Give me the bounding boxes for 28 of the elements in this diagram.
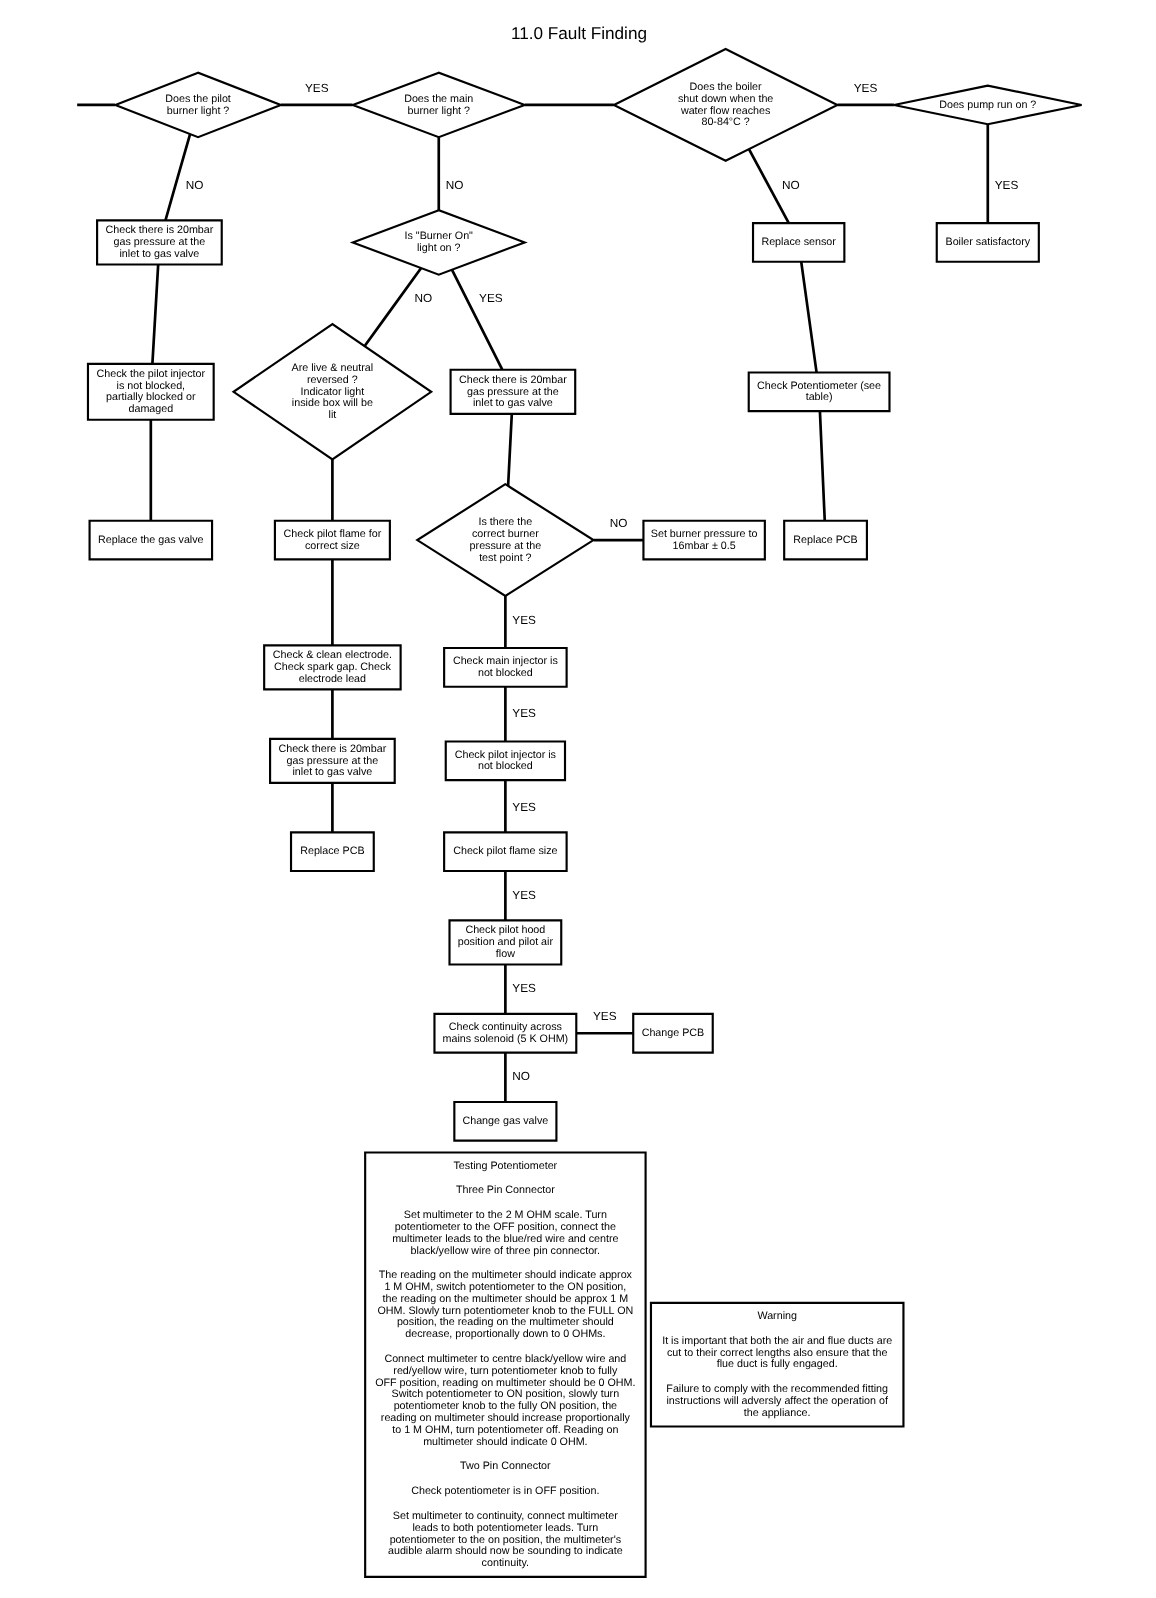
connector <box>503 686 506 742</box>
connector <box>436 137 440 211</box>
connector <box>150 264 159 364</box>
connector <box>817 411 826 521</box>
connector <box>503 780 506 833</box>
connector <box>798 261 817 373</box>
connector <box>503 964 506 1014</box>
connector <box>592 538 643 542</box>
connector <box>746 148 789 224</box>
connector <box>985 124 989 224</box>
connector <box>76 103 114 107</box>
connector <box>575 1031 632 1035</box>
connector <box>163 133 191 221</box>
connector <box>279 103 352 107</box>
connector <box>523 103 613 107</box>
connector <box>503 596 506 648</box>
connector <box>503 871 506 921</box>
connector <box>148 420 152 521</box>
connector <box>330 559 333 646</box>
connector <box>449 269 503 370</box>
connector <box>362 267 422 347</box>
connector <box>330 459 333 521</box>
connector <box>503 1052 506 1102</box>
connector <box>505 414 513 486</box>
connector <box>836 103 893 107</box>
diagram-title: 11.0 Fault Finding <box>509 23 647 44</box>
connector <box>330 782 333 833</box>
connector <box>330 689 333 739</box>
